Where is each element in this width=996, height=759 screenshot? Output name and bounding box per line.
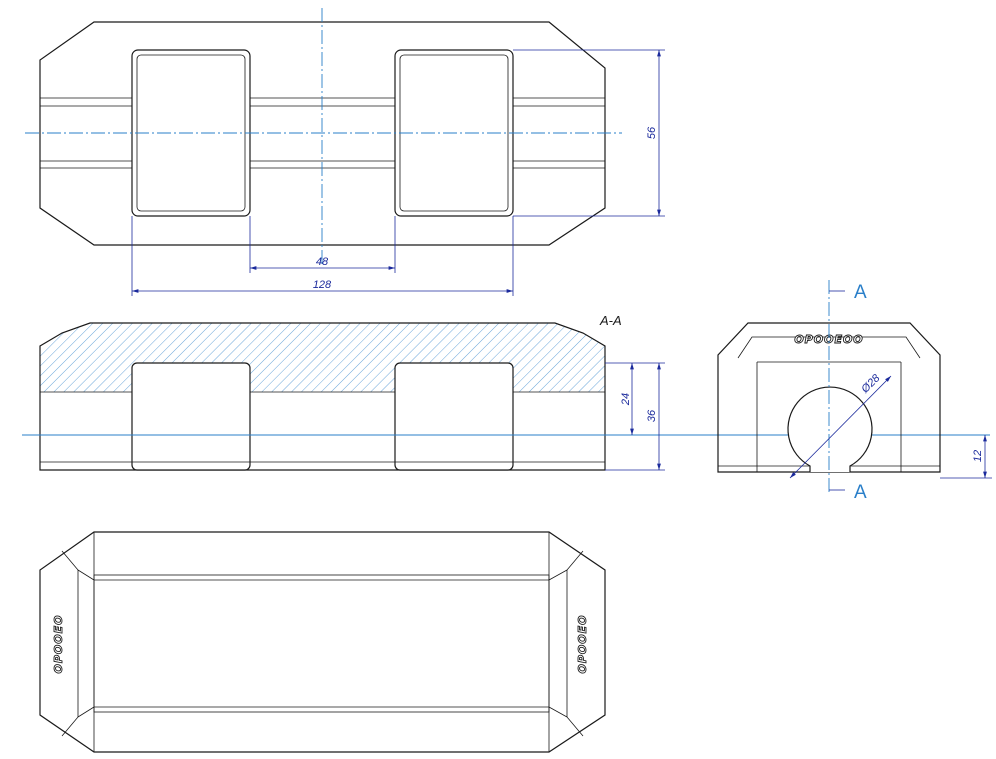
side-inner-chamfer-2 <box>756 361 902 472</box>
bottom-logo-left: OPOOEO <box>52 615 65 674</box>
cut-mark-top: A <box>854 282 867 303</box>
bottom-outline <box>39 531 606 753</box>
dim-56-label: 56 <box>646 126 658 139</box>
side-view: OPOOEOO A A Ø28 12 <box>717 280 992 503</box>
section-pocket-right <box>394 362 514 471</box>
bottom-view: OPOOEO OPOOEO <box>39 531 606 753</box>
bottom-inner-panel <box>93 574 550 713</box>
dim-24-label: 24 <box>620 393 632 406</box>
dim-36-label: 36 <box>646 409 658 422</box>
top-view-outline <box>39 21 606 246</box>
section-hatch <box>40 323 605 392</box>
dim-12-label: 12 <box>972 450 984 462</box>
bottom-right-end <box>548 550 584 737</box>
dim-128-label: 128 <box>313 279 332 291</box>
dim-diameter-label: Ø28 <box>859 372 884 397</box>
cut-mark-bottom: A <box>854 482 867 503</box>
bottom-left-end <box>61 550 95 737</box>
dim-diameter-leader <box>789 375 892 479</box>
section-title: A-A <box>599 313 622 328</box>
bottom-logo-right: OPOOEO <box>576 615 589 674</box>
side-logo: OPOOEOO <box>794 333 863 346</box>
side-bore <box>787 386 873 472</box>
side-outline <box>717 322 941 473</box>
dim-48-label: 48 <box>316 256 329 268</box>
section-view: A-A 24 36 <box>22 313 990 471</box>
top-view: 48 128 56 <box>25 8 665 296</box>
section-pocket-left <box>131 362 251 471</box>
